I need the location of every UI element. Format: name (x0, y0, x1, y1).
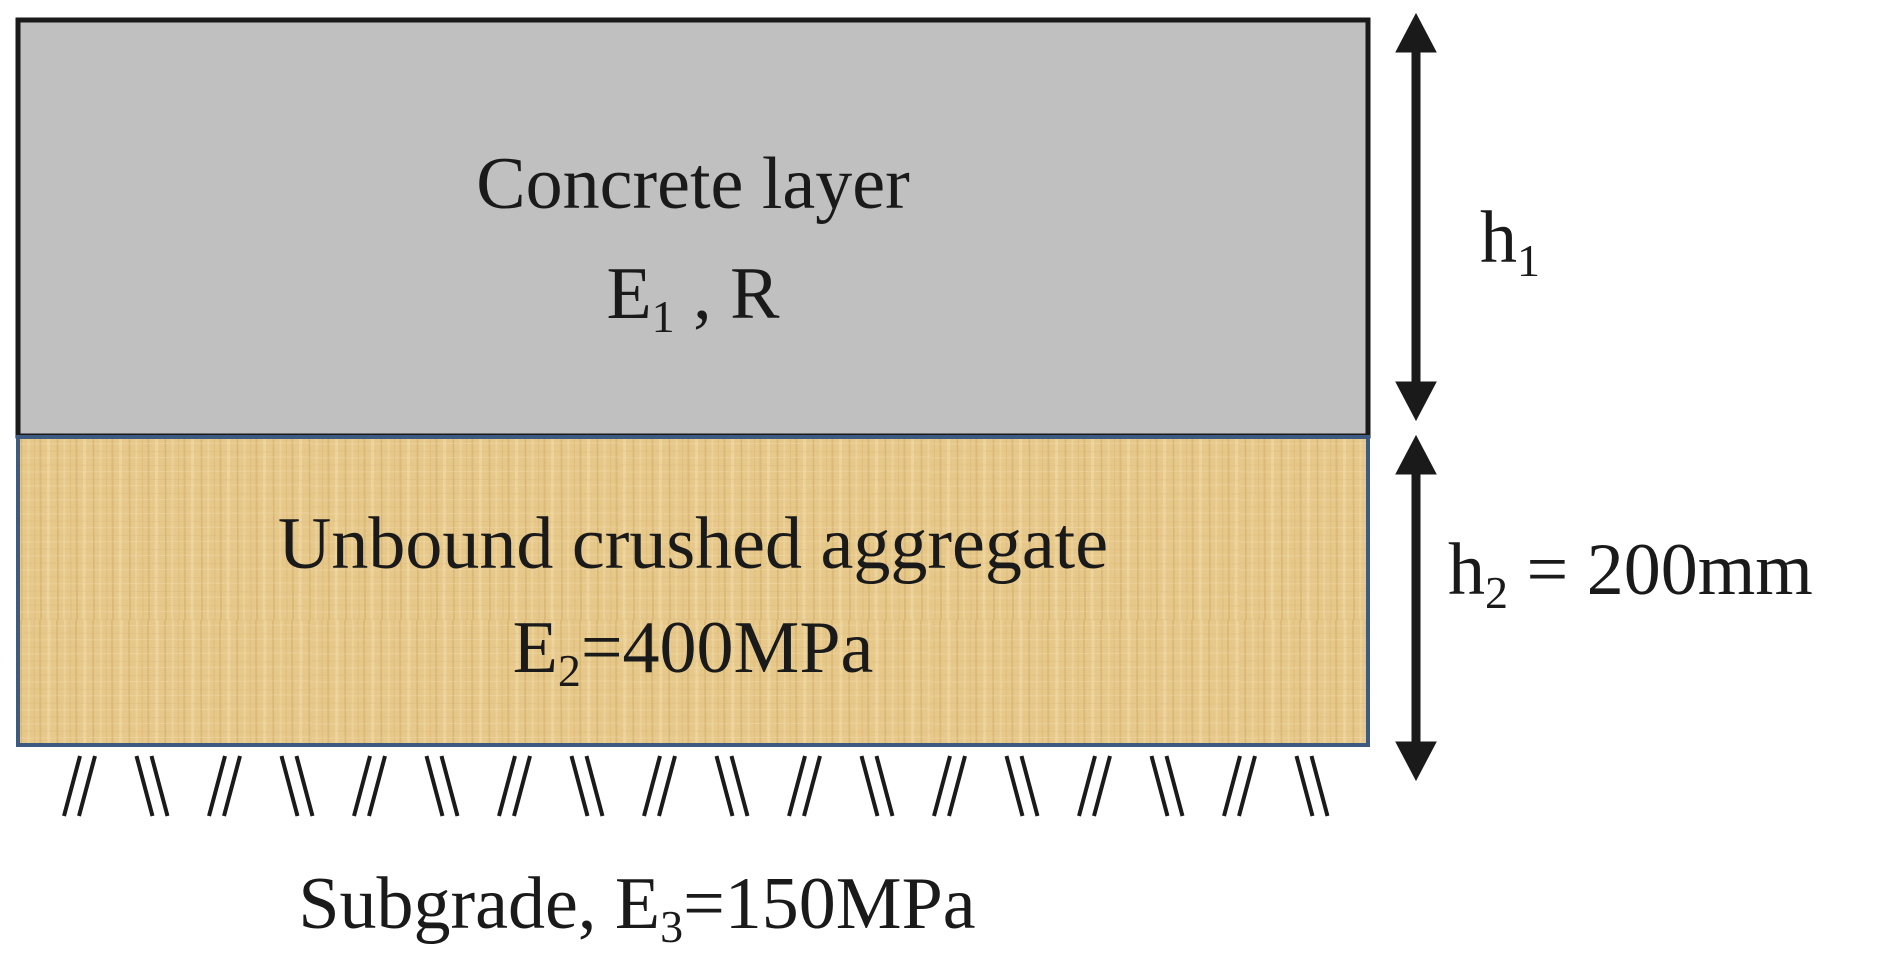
concrete-layer: Concrete layer E1 , R (15, 17, 1371, 439)
h1-arrow-head-bottom (1395, 381, 1437, 422)
hatch-forward-stroke (512, 755, 532, 817)
aggregate-layer-border (16, 435, 1370, 747)
h2-arrow-head-bottom (1395, 741, 1437, 782)
subgrade-hatch (62, 755, 1330, 817)
aggregate-layer-properties: E2=400MPa (513, 607, 874, 696)
concrete-layer-properties: E1 , R (606, 253, 780, 342)
hatch-forward-stroke (932, 755, 952, 817)
hatch-back-stroke (859, 755, 880, 817)
hatch-back-stroke (294, 755, 315, 817)
hatch-back-stroke (134, 755, 155, 817)
hatch-forward-stroke (497, 755, 517, 817)
h1-arrow-head-top (1395, 12, 1437, 53)
hatch-forward-stroke (222, 755, 242, 817)
h1-dimension-arrow (1395, 12, 1437, 422)
aggregate-layer: Unbound crushed aggregate E2=400MPa (16, 435, 1370, 747)
hatch-back-stroke (1309, 755, 1330, 817)
h2-dimension-arrow (1395, 434, 1437, 782)
hatch-forward-stroke (62, 755, 82, 817)
hatch-forward-stroke (1222, 755, 1242, 817)
hatch-forward-stroke (657, 755, 677, 817)
concrete-layer-title: Concrete layer (476, 143, 910, 225)
hatch-forward-stroke (1237, 755, 1257, 817)
aggregate-layer-title: Unbound crushed aggregate (278, 503, 1108, 585)
hatch-back-stroke (424, 755, 445, 817)
hatch-back-stroke (569, 755, 590, 817)
hatch-back-stroke (714, 755, 735, 817)
hatch-back-stroke (439, 755, 460, 817)
hatch-forward-stroke (1077, 755, 1097, 817)
concrete-layer-box (15, 17, 1371, 439)
hatch-forward-stroke (802, 755, 822, 817)
hatch-back-stroke (1294, 755, 1315, 817)
hatch-forward-stroke (642, 755, 662, 817)
h2-label: h2 = 200mm (1448, 529, 1813, 618)
hatch-forward-stroke (787, 755, 807, 817)
hatch-forward-stroke (947, 755, 967, 817)
hatch-back-stroke (584, 755, 605, 817)
hatch-back-stroke (149, 755, 170, 817)
hatch-forward-stroke (367, 755, 387, 817)
h1-label: h1 (1480, 197, 1540, 286)
hatch-forward-stroke (1092, 755, 1112, 817)
hatch-back-stroke (874, 755, 895, 817)
hatch-forward-stroke (352, 755, 372, 817)
hatch-back-stroke (1019, 755, 1040, 817)
hatch-back-stroke (729, 755, 750, 817)
aggregate-layer-grain (18, 437, 1368, 745)
hatch-forward-stroke (77, 755, 97, 817)
hatch-back-stroke (279, 755, 300, 817)
hatch-back-stroke (1164, 755, 1185, 817)
subgrade-label: Subgrade, E3=150MPa (298, 863, 975, 952)
h2-arrow-head-top (1395, 434, 1437, 475)
hatch-back-stroke (1149, 755, 1170, 817)
hatch-forward-stroke (207, 755, 227, 817)
hatch-back-stroke (1004, 755, 1025, 817)
